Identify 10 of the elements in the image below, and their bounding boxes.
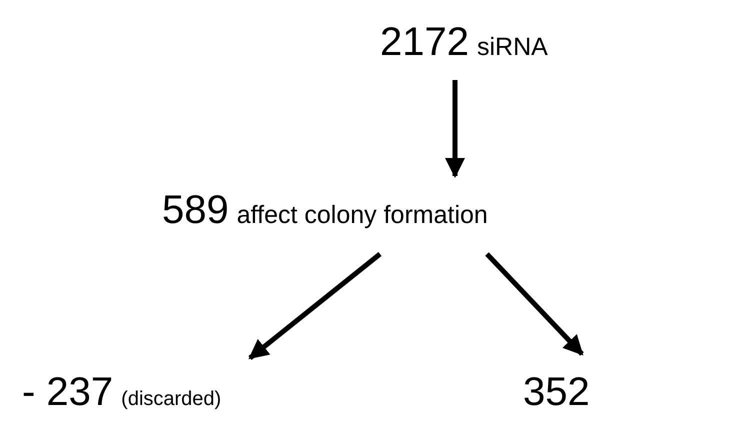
arrow bbox=[445, 80, 465, 178]
description-text: (discarded) bbox=[121, 389, 222, 409]
description-text: siRNA bbox=[476, 35, 548, 60]
count-text: 589 bbox=[162, 190, 229, 230]
description-text: affect colony formation bbox=[236, 203, 488, 228]
count-text: - 237 bbox=[22, 372, 114, 412]
count-text: 2172 bbox=[380, 22, 469, 62]
count-text: 352 bbox=[523, 372, 590, 412]
arrow bbox=[485, 252, 584, 356]
arrow bbox=[248, 252, 382, 360]
